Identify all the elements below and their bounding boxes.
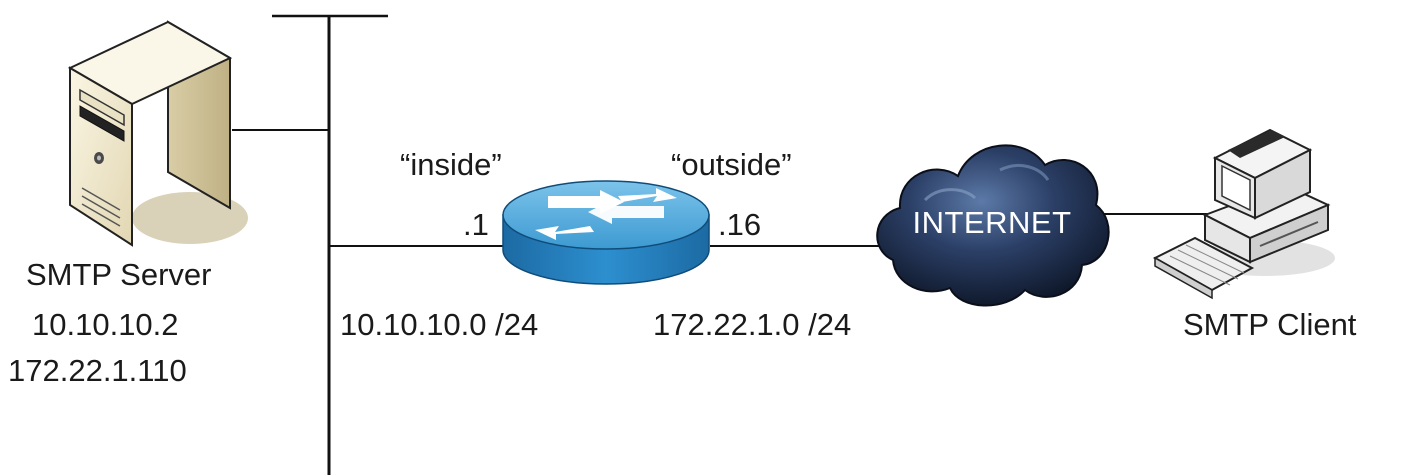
outside-interface-label: “outside”	[671, 147, 792, 182]
connection-lines	[232, 14, 1212, 475]
internet-label: INTERNET	[913, 205, 1072, 240]
client-name-label: SMTP Client	[1183, 307, 1357, 342]
router-icon	[502, 180, 710, 285]
server-name-label: SMTP Server	[26, 257, 211, 292]
inside-interface-label: “inside”	[400, 147, 502, 182]
server-inside-ip: 10.10.10.2	[32, 307, 179, 342]
outside-host-address: .16	[718, 207, 761, 242]
tower-server-icon	[67, 20, 248, 247]
inside-host-address: .1	[463, 207, 489, 242]
inside-network-label: 10.10.10.0 /24	[340, 307, 538, 342]
internet-cloud-icon: INTERNET	[876, 144, 1110, 307]
desktop-computer-icon	[1152, 128, 1335, 300]
server-global-ip: 172.22.1.110	[8, 353, 187, 388]
outside-network-label: 172.22.1.0 /24	[653, 307, 851, 342]
